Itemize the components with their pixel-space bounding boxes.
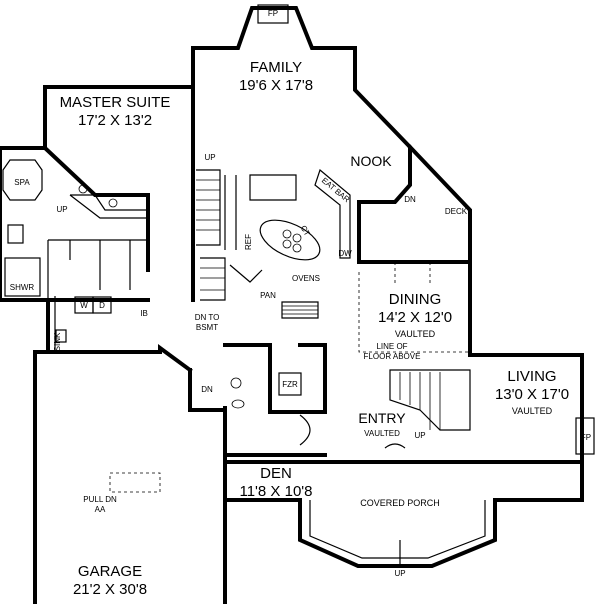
floor-above-label: FLOOR ABOVE [364,352,421,361]
den-name: DEN [260,465,292,482]
family-room-name: FAMILY [250,59,302,76]
family-room-dims: 19'6 X 17'8 [239,77,313,94]
eat-bar-label: EAT BAR [320,176,352,205]
stair-up-master: UP [56,205,67,214]
garage-dims: 21'2 X 30'8 [73,581,147,598]
deck-label: DECK [445,207,468,216]
dryer-label: D [99,301,105,310]
living-room-dims: 13'0 X 17'0 [495,386,569,403]
entry-note: VAULTED [364,429,400,438]
sink-label: SINK [53,332,62,351]
stair-up-entry: UP [414,431,425,440]
stair-down-nook: DN [404,195,416,204]
porch-name: COVERED PORCH [360,498,440,508]
room-labels: FP FAMILY 19'6 X 17'8 MASTER SUITE 17'2 … [10,9,591,598]
entry-name: ENTRY [358,410,406,426]
stair-up-family: UP [204,153,215,162]
pantry-label: PAN [260,291,276,300]
attic-access-label: AA [95,505,106,514]
washer-label: W [80,301,88,310]
dining-room-note: VAULTED [395,329,436,339]
dishwasher-label: DW [338,249,352,258]
exterior-walls [0,6,584,604]
living-room-note: VAULTED [512,406,553,416]
line-of-label: LINE OF [376,342,407,351]
stair-down-hall: DN [201,385,213,394]
fireplace-label-living: FP [581,433,591,442]
den-dims: 11'8 X 10'8 [239,483,312,500]
ovens-label: OVENS [292,274,320,283]
living-room-name: LIVING [507,368,556,385]
fireplace-label-top: FP [268,9,278,18]
garage-name: GARAGE [78,563,142,580]
nook-name: NOOK [350,153,392,169]
stair-up-porch: UP [394,569,405,578]
interior-details [2,4,595,565]
spa-label: SPA [14,178,30,187]
pull-down-label: PULL DN [83,495,117,504]
master-suite-name: MASTER SUITE [60,94,171,111]
shower-label: SHWR [10,283,35,292]
dining-room-dims: 14'2 X 12'0 [378,309,452,326]
stair-down-basement-2: BSMT [196,323,218,332]
stair-down-basement-1: DN TO [195,313,220,322]
master-suite-dims: 17'2 X 13'2 [78,112,152,129]
freezer-label: FZR [282,380,298,389]
ironing-board-label: IB [140,309,148,318]
refrigerator-label: REF [244,234,253,250]
dining-room-name: DINING [389,291,442,308]
